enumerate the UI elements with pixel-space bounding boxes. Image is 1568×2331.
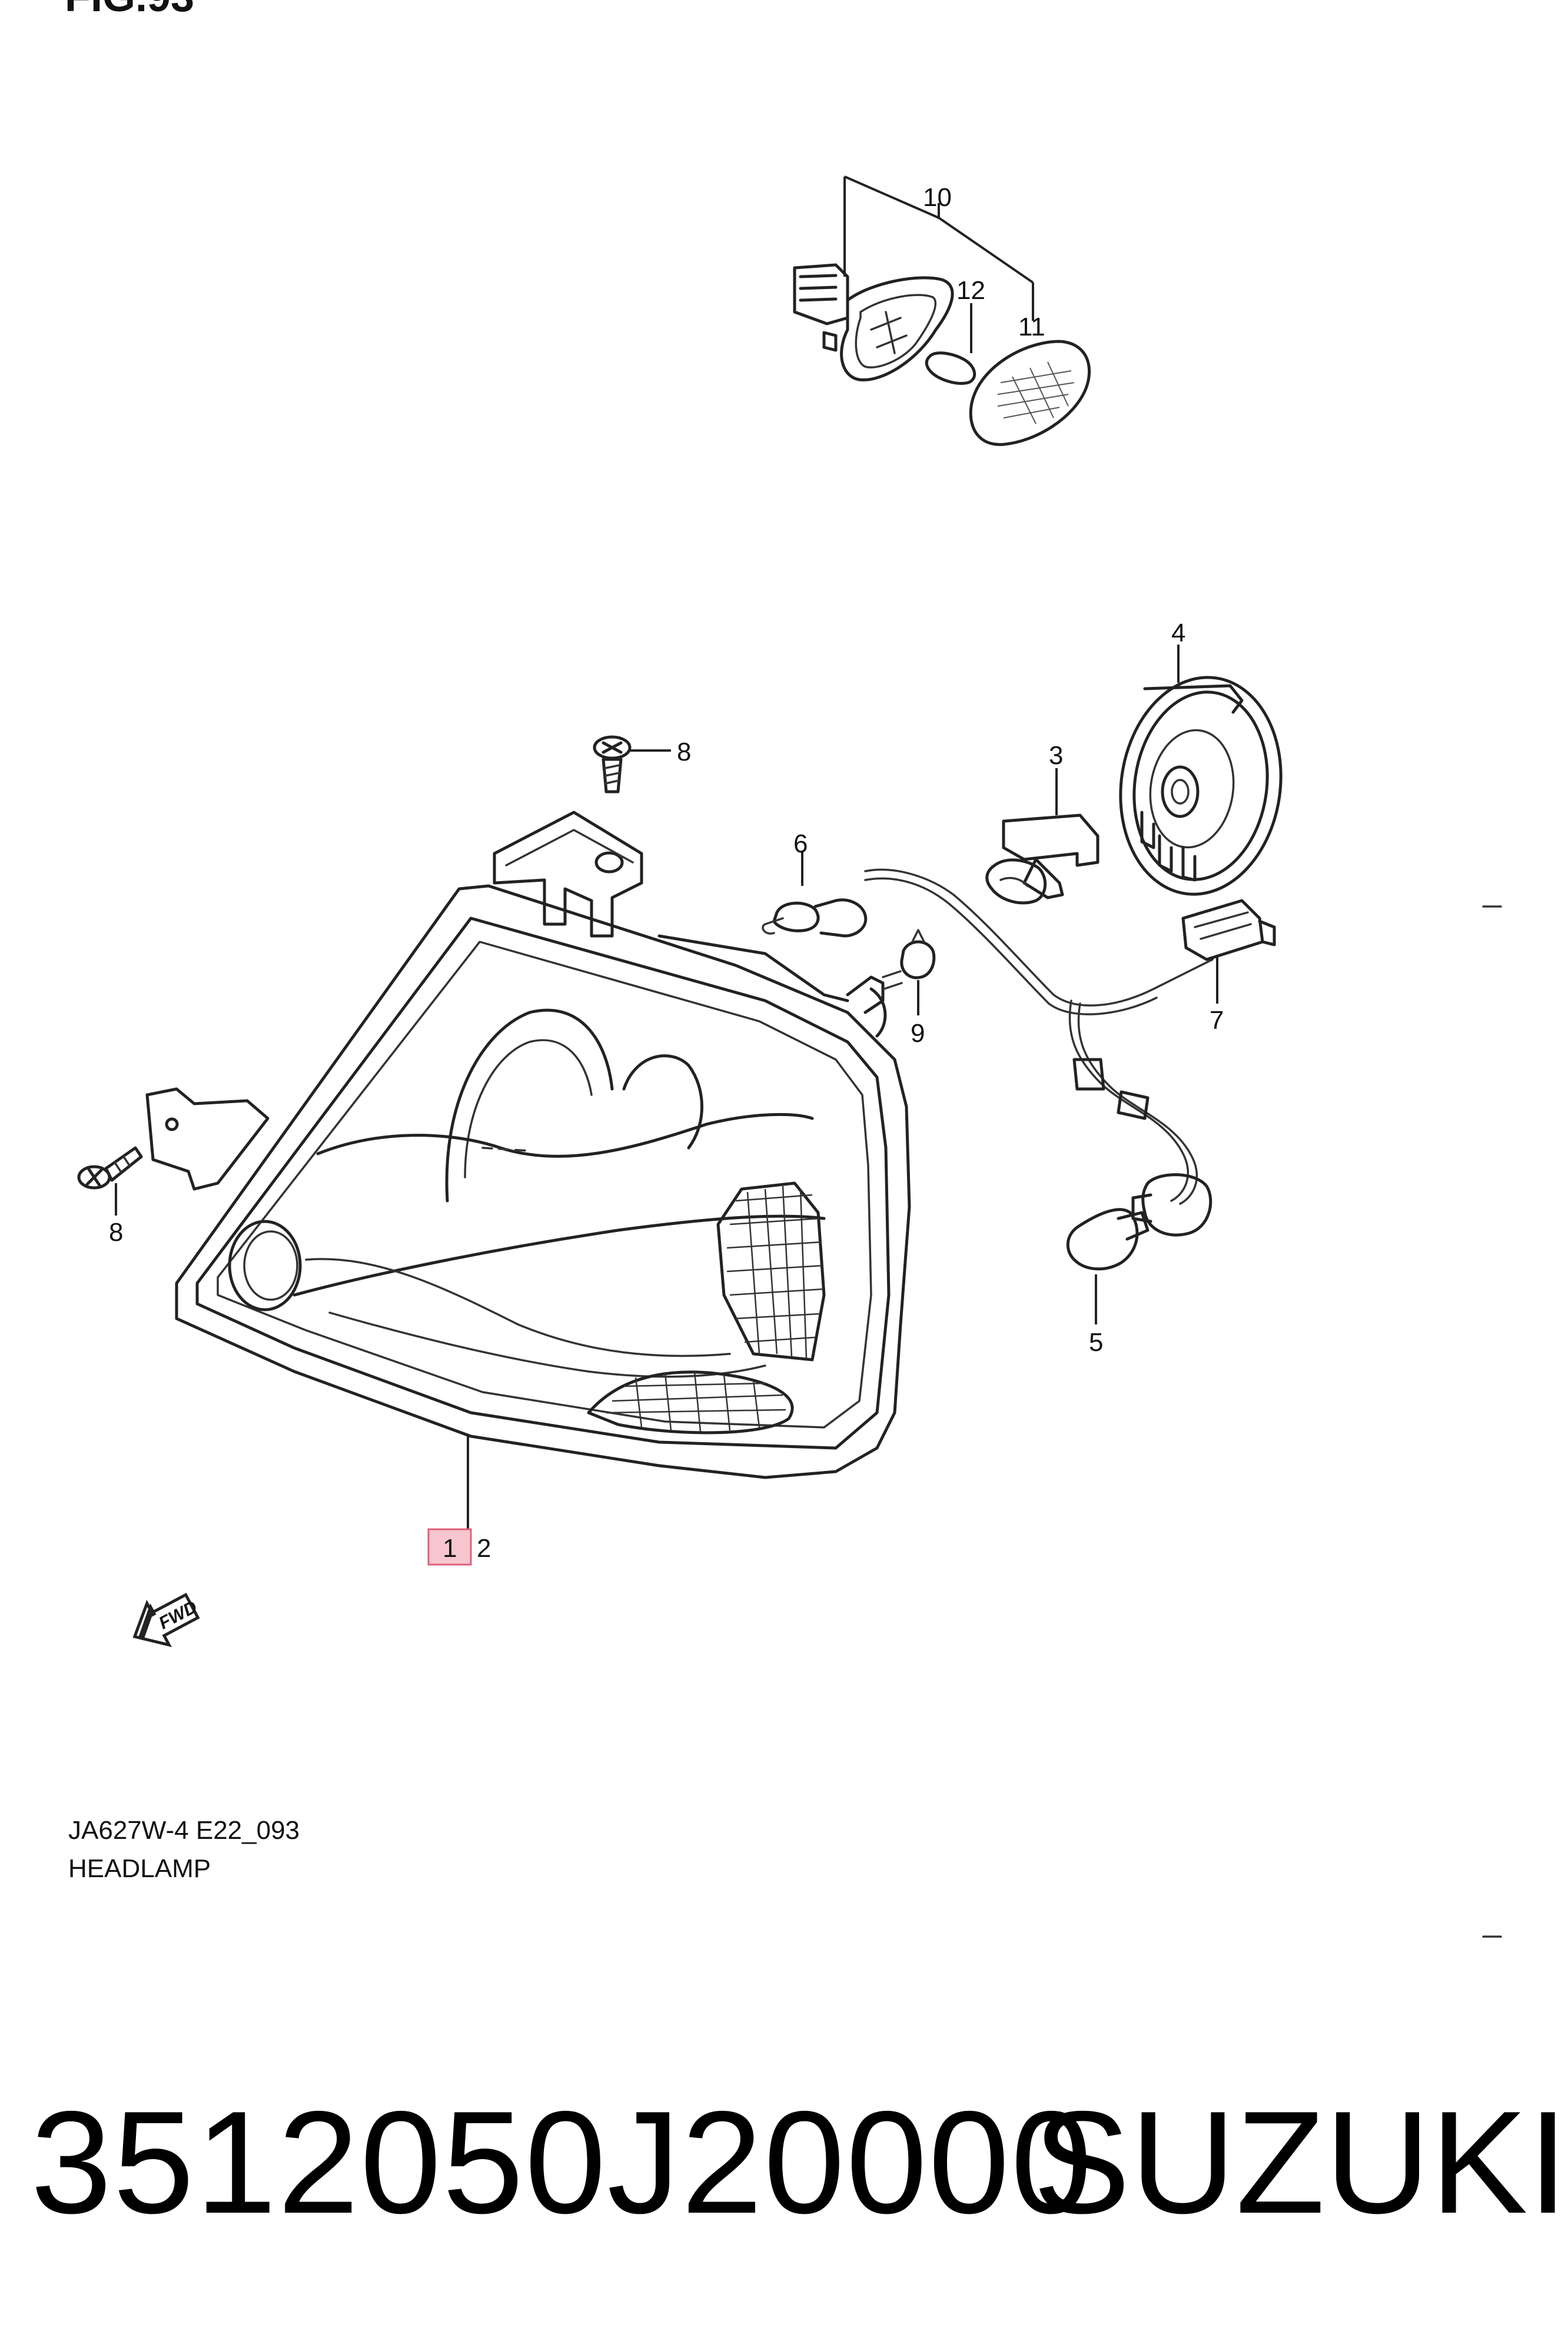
screw-left	[77, 1146, 143, 1216]
footer	[0, 1942, 1501, 2331]
callout-8a: 8	[677, 738, 691, 766]
callout-11: 11	[1018, 313, 1045, 341]
callout-5: 5	[1089, 1328, 1103, 1357]
diagram-name: HEADLAMP	[68, 1854, 211, 1883]
callout-2: 2	[477, 1534, 491, 1563]
headlamp-exploded-diagram: FWD 10 12 11 4 3 8 6 9 7 8 5 1 2	[77, 175, 1502, 1938]
dust-cover	[1119, 645, 1283, 896]
callout-10: 10	[923, 183, 952, 212]
callout-12: 12	[956, 276, 985, 305]
highlight-box	[427, 1528, 472, 1566]
turn-signal-bulb	[1066, 1208, 1150, 1324]
callout-6: 6	[793, 829, 808, 858]
callout-1: 1	[443, 1534, 457, 1563]
screw-top	[593, 735, 671, 793]
side-marker-assembly	[793, 175, 1091, 446]
callout-7: 7	[1210, 1006, 1224, 1035]
callout-3: 3	[1049, 741, 1063, 770]
callout-9: 9	[911, 1019, 925, 1048]
part-number: 3512050J20000	[31, 2080, 1094, 2244]
headlamp-bulb	[985, 768, 1099, 905]
callout-4: 4	[1171, 619, 1185, 648]
diagram-code: JA627W-4 E22_093	[68, 1816, 300, 1845]
wiring-harness	[762, 851, 1276, 1237]
figure-title: FIG.93	[65, 0, 194, 21]
clip	[900, 929, 936, 1015]
brand-name: SUZUKI	[1033, 2080, 1568, 2244]
headlamp-housing	[145, 811, 911, 1549]
fwd-arrow: FWD	[132, 1592, 200, 1648]
callout-8b: 8	[109, 1218, 123, 1247]
